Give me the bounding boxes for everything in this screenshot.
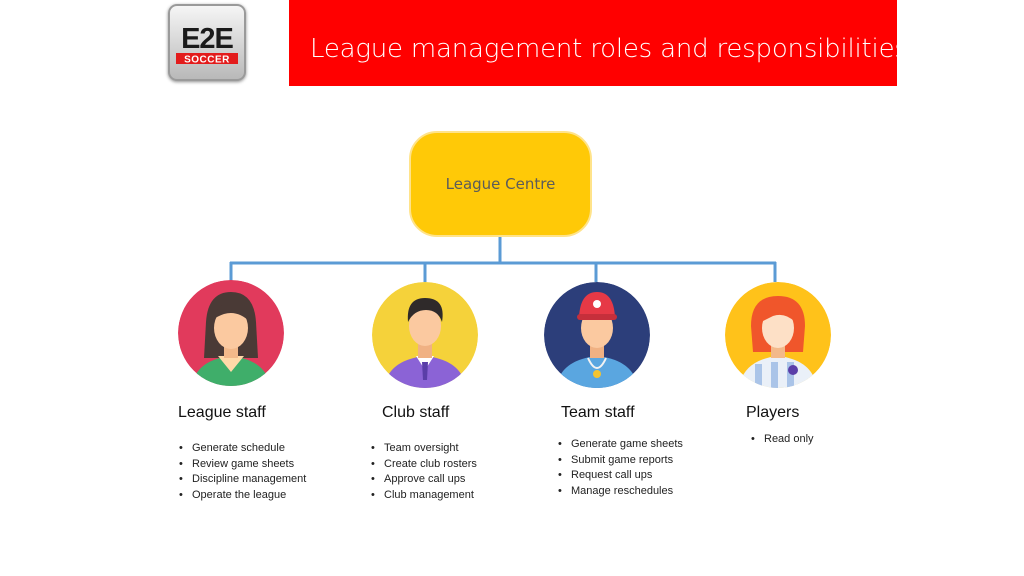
list-item: Approve call ups	[369, 472, 477, 488]
player-avatar	[725, 282, 831, 388]
coach-avatar	[544, 282, 650, 388]
list-item: Read only	[749, 432, 814, 448]
page-title: League management roles and responsibili…	[310, 34, 908, 64]
league-centre-label: League Centre	[445, 175, 556, 193]
list-item: Operate the league	[177, 488, 306, 504]
list-item: Generate game sheets	[556, 437, 683, 453]
responsibility-list-players: Read only	[749, 432, 814, 448]
list-item: Manage reschedules	[556, 484, 683, 500]
logo-text-sub: SOCCER	[184, 55, 230, 66]
logo-text-main: E2E	[181, 23, 233, 55]
logo-graphic: E2E SOCCER	[176, 23, 238, 66]
list-item: Submit game reports	[556, 453, 683, 469]
responsibility-list-team-staff: Generate game sheets Submit game reports…	[556, 437, 683, 499]
header-bar: League management roles and responsibili…	[289, 0, 908, 86]
role-title-team-staff: Team staff	[561, 404, 635, 421]
responsibility-list-club-staff: Team oversight Create club rosters Appro…	[369, 441, 477, 503]
female-staff-avatar	[178, 280, 284, 386]
list-item: Discipline management	[177, 472, 306, 488]
list-item: Request call ups	[556, 468, 683, 484]
e2e-soccer-logo: E2E SOCCER	[168, 4, 246, 81]
logo-red-band	[176, 53, 238, 64]
list-item: Create club rosters	[369, 457, 477, 473]
role-title-club-staff: Club staff	[382, 404, 450, 421]
role-title-league-staff: League staff	[178, 404, 266, 421]
responsibility-list-league-staff: Generate schedule Review game sheets Dis…	[177, 441, 306, 503]
list-item: Club management	[369, 488, 477, 504]
list-item: Generate schedule	[177, 441, 306, 457]
list-item: Review game sheets	[177, 457, 306, 473]
male-manager-avatar	[372, 282, 478, 388]
list-item: Team oversight	[369, 441, 477, 457]
league-centre-node: League Centre	[409, 131, 592, 237]
role-title-players: Players	[746, 404, 800, 421]
